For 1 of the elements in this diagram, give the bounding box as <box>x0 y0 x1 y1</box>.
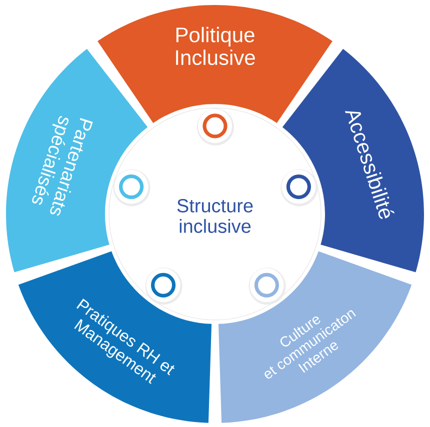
segment: Politique Inclusive <box>98 5 332 124</box>
